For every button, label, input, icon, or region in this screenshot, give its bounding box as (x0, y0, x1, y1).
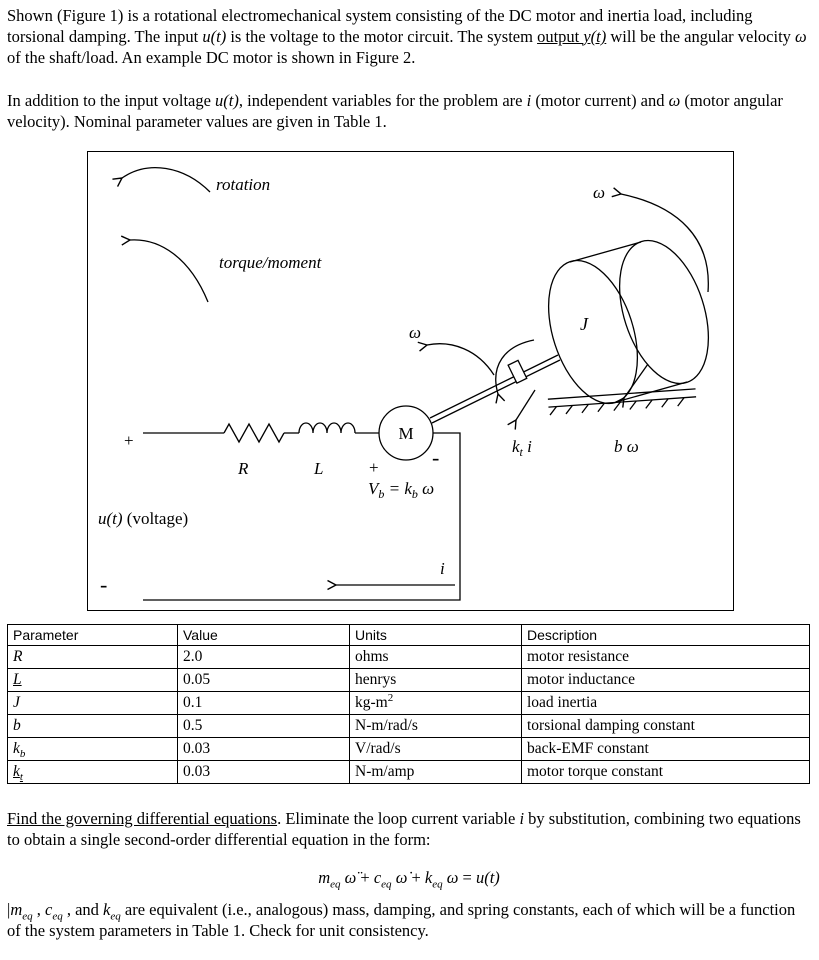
parameter-table: Parameter Value Units Description R 2.0 … (7, 624, 810, 784)
units-cell: N-m/rad/s (349, 714, 522, 738)
param-cell: J (7, 691, 178, 715)
shaft-rotation-arrow (495, 339, 535, 404)
param-cell: R (7, 645, 178, 669)
motor-plus-terminal: + (369, 458, 379, 477)
intro-paragraph-2: In addition to the input voltage u(t), i… (7, 91, 783, 131)
units-cell: V/rad/s (349, 737, 522, 761)
description-cell: back-EMF constant (521, 737, 810, 761)
table-row: L 0.05 henrys motor inductance (7, 668, 810, 692)
units-cell: kg-m2 (349, 691, 522, 715)
units-cell: henrys (349, 668, 522, 692)
back-emf-label: Vb = kb ω (368, 479, 434, 501)
motor-label: M (398, 424, 413, 443)
current-label: i (440, 559, 445, 578)
param-cell: b (7, 714, 178, 738)
omega-top-label: ω (593, 183, 605, 202)
task-paragraph: Find the governing differential equation… (7, 809, 801, 849)
description-cell: torsional damping constant (521, 714, 810, 738)
description-cell: load inertia (521, 691, 810, 715)
torque-arrow (120, 235, 209, 303)
header-units: Units (349, 624, 522, 646)
inertia-left-face (547, 259, 639, 405)
value-cell: 0.1 (177, 691, 350, 715)
description-cell: motor inductance (521, 668, 810, 692)
omega-mid-arrow (417, 341, 495, 376)
units-cell: N-m/amp (349, 760, 522, 784)
param-cell: kb (7, 737, 178, 761)
units-cell: ohms (349, 645, 522, 669)
param-cell: kt (7, 760, 178, 784)
resistor-label: R (237, 459, 249, 478)
motor-minus-terminal: - (432, 445, 439, 470)
rotation-label: rotation (216, 175, 270, 194)
torque-moment-label: torque/moment (219, 253, 323, 272)
header-description: Description (521, 624, 810, 646)
inertia-label: J (580, 314, 589, 334)
figure-1: rotation torque/moment ω ω J M R L + - +… (87, 151, 734, 611)
figure-1-drawing: rotation torque/moment ω ω J M R L + - +… (98, 167, 710, 601)
header-parameter: Parameter (7, 624, 178, 646)
intro-paragraph-1: Shown (Figure 1) is a rotational electro… (7, 6, 807, 67)
param-cell: L (7, 668, 178, 692)
motor-torque-label: kt i (512, 437, 532, 459)
table-row: R 2.0 ohms motor resistance (7, 645, 810, 669)
table-row: kt 0.03 N-m/amp motor torque constant (7, 760, 810, 784)
damping-torque-label: b ω (614, 437, 639, 456)
input-minus-terminal: - (100, 572, 107, 597)
omega-mid-label: ω (409, 323, 421, 342)
omega-top-arrow (611, 187, 709, 293)
rotation-arrow (112, 167, 211, 193)
damping-arrow (615, 363, 649, 408)
table-header-row: Parameter Value Units Description (7, 624, 810, 646)
shaft-coupling (507, 359, 528, 385)
table-row: kb 0.03 V/rad/s back-EMF constant (7, 737, 810, 761)
torque-kti-arrow (507, 389, 536, 430)
input-voltage-label: u(t) (voltage) (98, 509, 188, 528)
value-cell: 0.03 (177, 760, 350, 784)
wire-return-loop (143, 432, 461, 601)
value-cell: 0.03 (177, 737, 350, 761)
closing-paragraph: |meq , ceq , and keq are equivalent (i.e… (7, 900, 796, 940)
shaft-line-top (429, 354, 559, 419)
table-row: b 0.5 N-m/rad/s torsional damping consta… (7, 714, 810, 738)
resistor-symbol (223, 422, 285, 444)
inductor-label: L (313, 459, 323, 478)
value-cell: 2.0 (177, 645, 350, 669)
document-page: Shown (Figure 1) is a rotational electro… (7, 5, 811, 941)
table-row: J 0.1 kg-m2 load inertia (7, 691, 810, 715)
header-value: Value (177, 624, 350, 646)
description-cell: motor resistance (521, 645, 810, 669)
governing-equation: meq ω̈ + ceq ω̇ + keq ω = u(t) (318, 868, 500, 891)
inductor-symbol (298, 422, 356, 434)
value-cell: 0.5 (177, 714, 350, 738)
input-plus-terminal: + (124, 431, 134, 450)
shaft-line-bottom (431, 359, 561, 424)
description-cell: motor torque constant (521, 760, 810, 784)
cylinder-top-edge (569, 241, 642, 263)
value-cell: 0.05 (177, 668, 350, 692)
